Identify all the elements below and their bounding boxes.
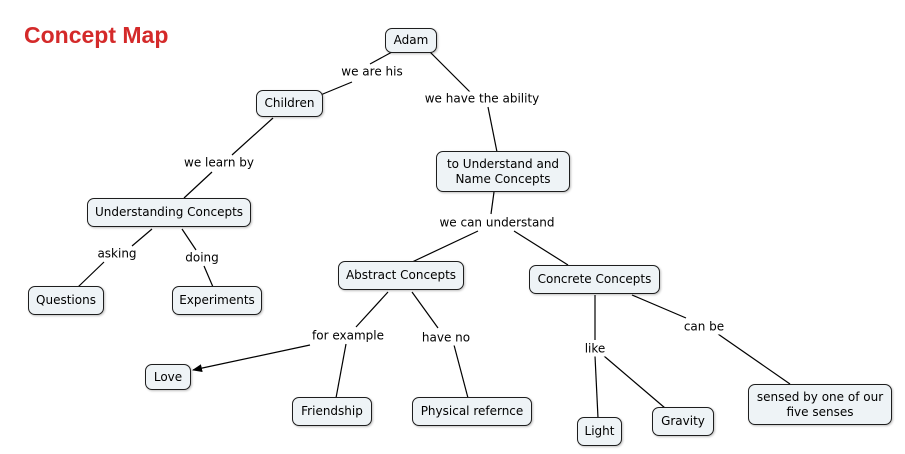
link-have-no: have no: [419, 330, 473, 346]
line-like-light: [594, 355, 599, 419]
link-asking: asking: [95, 246, 139, 262]
line-asking-questions: [77, 261, 105, 288]
line-haveno-physical: [453, 344, 469, 399]
line-ability-understand: [487, 106, 498, 153]
link-we-are-his: we are his: [339, 64, 405, 80]
line-adam-weare: [369, 51, 393, 65]
node-friendship[interactable]: Friendship: [292, 397, 372, 426]
line-understanding-doing: [181, 228, 197, 251]
line-learn-understanding: [183, 171, 213, 199]
node-abstract-concepts[interactable]: Abstract Concepts: [338, 261, 464, 290]
line-weare-children: [317, 81, 353, 97]
link-we-can-understand: we can understand: [437, 215, 557, 231]
line-abstract-forexample: [355, 291, 389, 328]
node-questions[interactable]: Questions: [28, 286, 104, 315]
link-like: like: [582, 341, 608, 357]
node-children[interactable]: Children: [256, 90, 323, 117]
link-we-learn-by: we learn by: [182, 155, 256, 171]
link-for-example: for example: [310, 328, 386, 344]
link-doing: doing: [183, 250, 221, 266]
node-love[interactable]: Love: [145, 364, 191, 390]
line-forexample-love: [192, 344, 311, 373]
line-like-gravity: [603, 355, 666, 409]
link-can-be: can be: [681, 319, 727, 335]
page-title: Concept Map: [24, 22, 169, 48]
node-experiments[interactable]: Experiments: [172, 286, 262, 315]
line-canbe-senses: [717, 333, 791, 385]
node-light[interactable]: Light: [577, 417, 622, 446]
line-abstract-haveno: [411, 291, 439, 329]
line-children-learn: [231, 117, 274, 156]
line-understanding-asking: [131, 228, 153, 247]
node-concrete-concepts[interactable]: Concrete Concepts: [529, 265, 660, 294]
link-we-have-ability: we have the ability: [422, 91, 542, 107]
node-senses[interactable]: sensed by one of our five senses: [748, 384, 892, 425]
line-adam-ability: [429, 51, 471, 93]
line-wecan-concrete: [513, 230, 569, 266]
node-understanding-concepts[interactable]: Understanding Concepts: [87, 198, 251, 227]
node-physical-reference[interactable]: Physical refernce: [412, 397, 532, 426]
line-concrete-canbe: [631, 294, 687, 319]
line-wecan-abstract: [409, 230, 479, 264]
line-understand-wecan: [490, 191, 495, 215]
node-adam[interactable]: Adam: [385, 28, 437, 53]
line-doing-experiments: [203, 265, 214, 288]
line-forexample-friendship: [335, 343, 347, 399]
node-gravity[interactable]: Gravity: [652, 407, 714, 436]
node-understand-name-concepts[interactable]: to Understand and Name Concepts: [436, 151, 570, 192]
